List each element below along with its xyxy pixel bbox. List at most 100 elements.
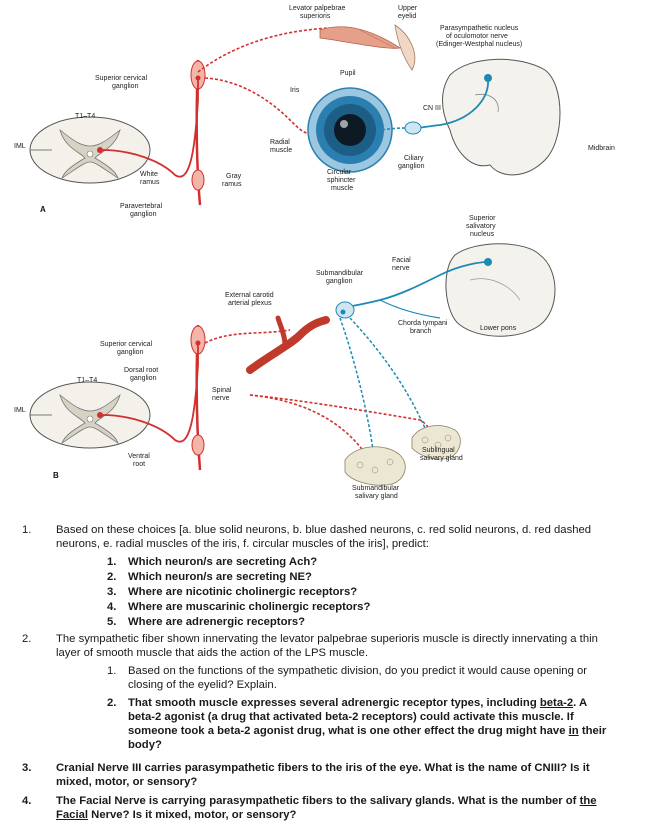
label-submand-g-2: ganglion <box>326 278 353 285</box>
label-midbrain: Midbrain <box>588 145 615 152</box>
label-circular-2: sphincter <box>327 177 356 184</box>
question-2-number: 2. <box>22 633 32 645</box>
label-t1t4-b: T1–T4 <box>77 377 97 384</box>
label-iml-a: IML <box>14 143 26 150</box>
sympathetic-to-glands <box>249 394 441 456</box>
question-1-3-number: 3. <box>107 586 117 598</box>
question-1-5-number: 5. <box>107 616 117 628</box>
facial-preganglionic <box>344 261 489 309</box>
label-iml-b: IML <box>14 407 26 414</box>
levator-eyelid <box>319 24 416 71</box>
question-1-1-text: Which neuron/s are secreting Ach? <box>128 556 318 568</box>
question-1-text: Based on these choices [a. blue solid ne… <box>56 524 592 550</box>
question-1-2-text: Which neuron/s are secreting NE? <box>128 571 312 583</box>
iml-neuron-a <box>97 147 103 153</box>
question-3-text: Cranial Nerve III carries parasympatheti… <box>56 762 590 788</box>
spinal-cord-a <box>29 116 151 184</box>
external-carotid-artery <box>246 315 330 374</box>
iml-neuron-b <box>97 412 103 418</box>
label-t1t4-a: T1–T4 <box>75 113 95 120</box>
question-4-text: The Facial Nerve is carrying parasympath… <box>56 794 616 822</box>
question-1-2-number: 2. <box>107 571 117 583</box>
label-white-2: ramus <box>140 179 160 186</box>
sympathetic-preganglionic-a <box>101 80 199 178</box>
sympathetic-postganglionic-eyelid <box>197 27 331 73</box>
label-circular-3: muscle <box>331 185 353 192</box>
label-dorsal-1: Dorsal root <box>124 367 158 374</box>
question-2-2-beta2: beta-2 <box>539 697 574 709</box>
label-circular-1: Circular <box>327 169 352 176</box>
label-ciliary-1: Ciliary <box>404 155 424 162</box>
label-submand-g-1: Submandibular <box>316 270 364 277</box>
label-gray-2: ramus <box>222 181 242 188</box>
label-sup-cerv-b-1: Superior cervical <box>100 341 153 348</box>
label-levator: Levator palpebrae <box>289 5 346 12</box>
label-paraver-1: Paravertebral <box>120 203 162 210</box>
label-sup-sal-2: salivatory <box>466 223 496 230</box>
question-1-4-text: Where are muscarinic cholinergic recepto… <box>128 601 371 613</box>
label-ext-car-1: External carotid <box>225 292 274 299</box>
label-ciliary-2: ganglion <box>398 163 425 170</box>
label-letter-a: A <box>40 205 46 214</box>
question-2-2-in: in <box>568 725 579 737</box>
midbrain <box>442 58 561 176</box>
label-chorda-1: Chorda tympani <box>398 320 448 327</box>
question-4-facial: the Facial <box>56 795 597 821</box>
label-radial-2: muscle <box>270 147 292 154</box>
label-facial-2: nerve <box>392 265 410 272</box>
label-upper-eyelid-2: eyelid <box>398 13 416 20</box>
label-ext-car-2: arterial plexus <box>228 300 272 307</box>
question-list: 1. Based on these choices [a. blue solid… <box>0 515 652 827</box>
label-sup-cerv-a-2: ganglion <box>112 83 139 90</box>
submandibular-ganglion <box>335 301 355 319</box>
label-dorsal-2: ganglion <box>130 375 157 382</box>
label-spinal-2: nerve <box>212 395 230 402</box>
label-sup-cerv-a-1: Superior cervical <box>95 75 148 82</box>
label-submand-s-2: salivary gland <box>355 493 398 500</box>
question-2-text: The sympathetic fiber shown innervating … <box>56 633 598 659</box>
sympathetic-chain-a <box>190 59 206 206</box>
sympathetic-postganglionic-iris <box>204 77 319 136</box>
label-ventral-2: root <box>133 461 145 468</box>
label-gray-1: Gray <box>226 173 242 180</box>
label-cn3: CN III <box>423 105 441 112</box>
submandibular-gland <box>344 446 406 486</box>
question-1-1-number: 1. <box>107 556 117 568</box>
eye-iris <box>307 87 393 173</box>
label-spinal-1: Spinal <box>212 387 232 394</box>
question-2-1-text: Based on the functions of the sympatheti… <box>128 665 588 691</box>
label-sup-sal-3: nucleus <box>470 231 495 238</box>
label-facial-1: Facial <box>392 257 411 264</box>
question-4-part1: The Facial Nerve is carrying parasympath… <box>56 795 580 807</box>
question-4-number: 4. <box>22 795 32 807</box>
label-sup-sal-1: Superior <box>469 215 496 222</box>
label-lower-pons: Lower pons <box>480 325 517 332</box>
label-paraver-2: ganglion <box>130 211 157 218</box>
lower-pons <box>445 243 556 337</box>
label-sup-cerv-b-2: ganglion <box>117 349 144 356</box>
sympathetic-to-submand <box>249 394 376 471</box>
question-2-2-text: That smooth muscle expresses several adr… <box>128 696 616 752</box>
question-3-number: 3. <box>22 762 32 774</box>
label-parasym-3: (Edinger-Westphal nucleus) <box>436 41 522 48</box>
question-2-2-number: 2. <box>107 697 117 709</box>
sympathetic-postganglionic-b <box>204 329 291 344</box>
sympathetic-chain-b <box>190 324 206 471</box>
autonomic-pathways-diagram: Levator palpebrae superioris Upper eyeli… <box>14 5 615 500</box>
question-1-5-text: Where are adrenergic receptors? <box>128 616 306 628</box>
label-letter-b: B <box>53 471 59 480</box>
label-white-1: White <box>140 171 158 178</box>
label-parasym-1: Parasympathetic nucleus <box>440 25 519 32</box>
label-parasym-2: of oculomotor nerve <box>446 33 508 40</box>
label-sublingual-1: Sublingual <box>422 447 455 454</box>
question-1-3-text: Where are nicotinic cholinergic receptor… <box>128 586 358 598</box>
label-pupil: Pupil <box>340 70 356 77</box>
question-4-part3: Nerve? Is it mixed, motor, or sensory? <box>88 809 297 821</box>
sublingual-gland <box>411 425 461 460</box>
ciliary-ganglion <box>404 121 422 135</box>
question-1-number: 1. <box>22 524 32 536</box>
label-iris: Iris <box>290 87 300 94</box>
chorda-tympani <box>379 299 441 319</box>
spinal-cord-b <box>29 381 151 449</box>
label-chorda-2: branch <box>410 328 432 335</box>
